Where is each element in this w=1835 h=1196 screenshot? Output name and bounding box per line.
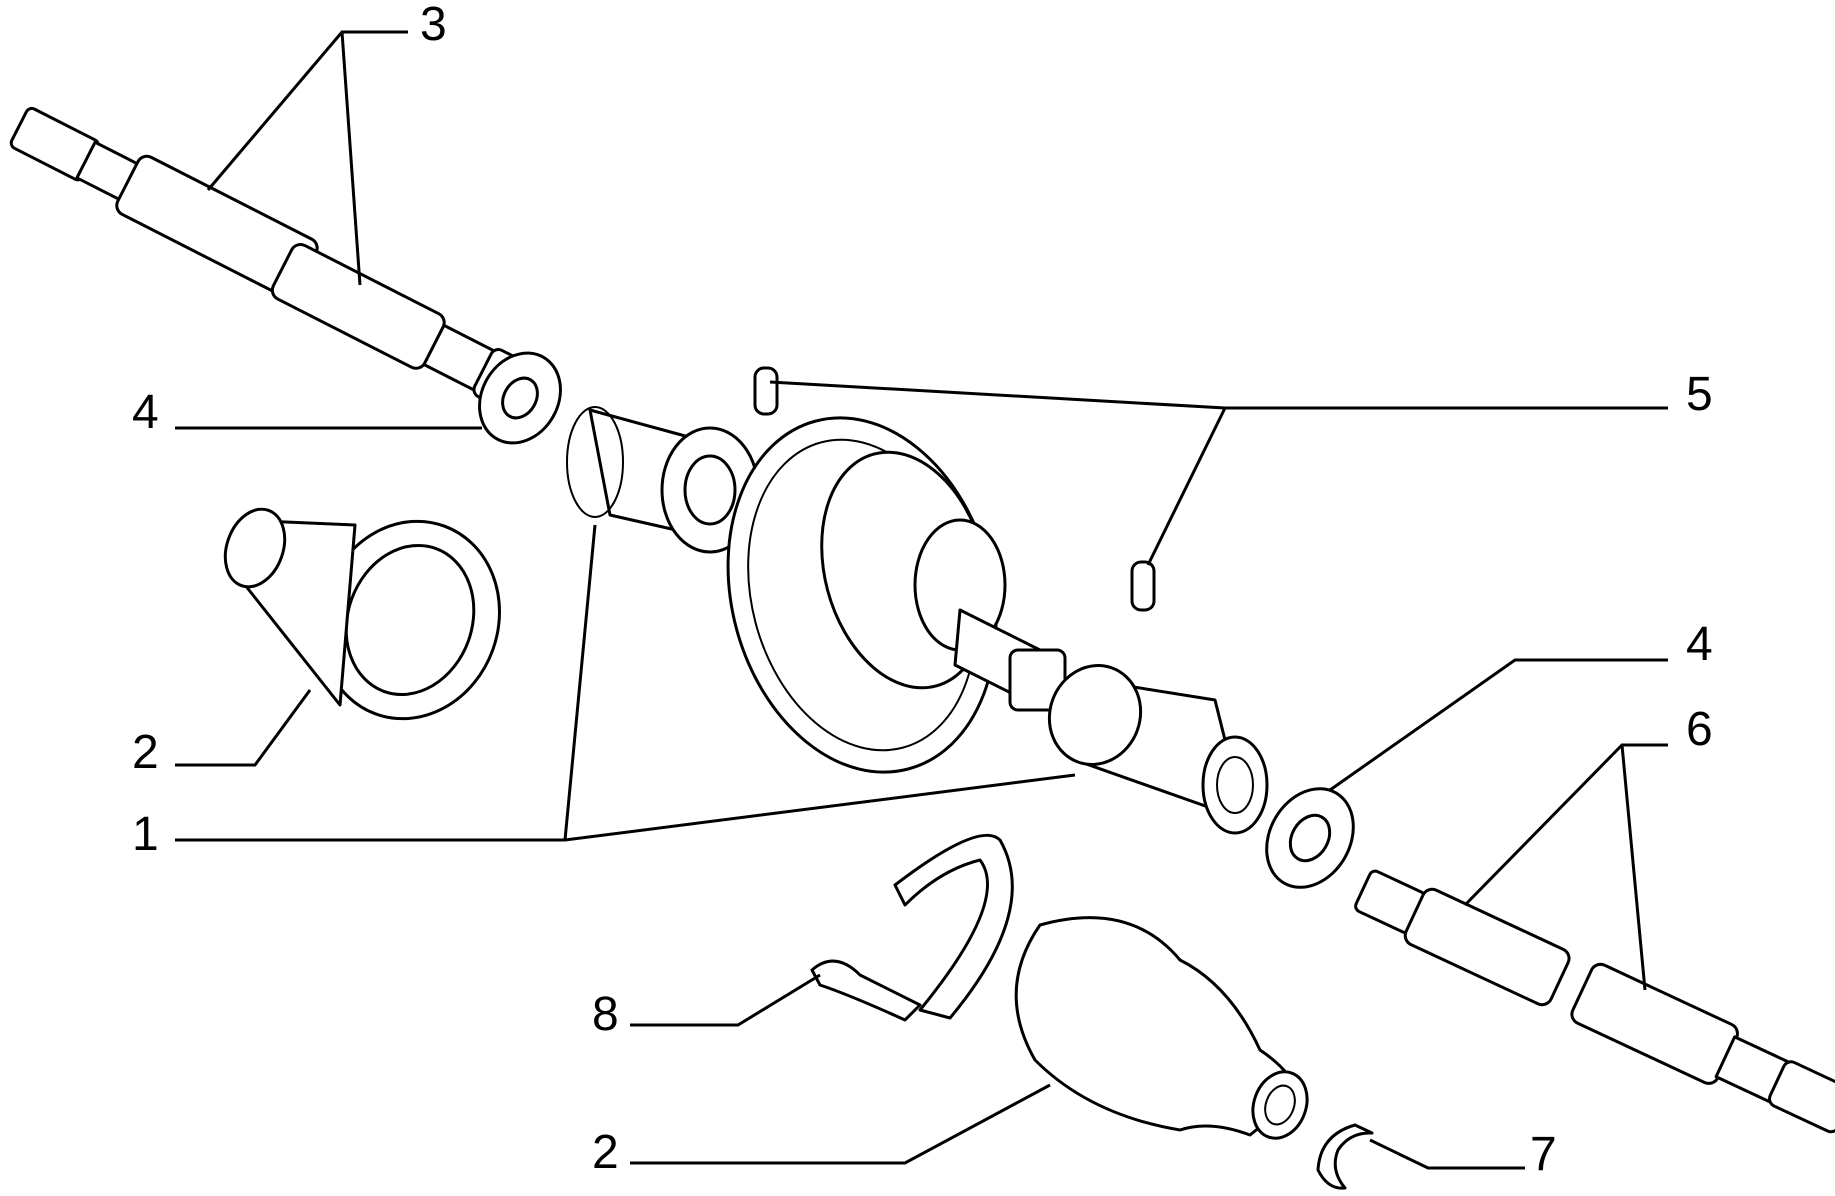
leader-lines [175, 30, 1668, 1170]
callout-1: 1 [132, 808, 159, 861]
upper-cv-boot [223, 507, 501, 721]
left-thrust-washer [478, 351, 562, 445]
callout-8: 8 [592, 988, 619, 1041]
callout-labels: 3 4 5 2 4 6 1 8 2 7 [132, 0, 1713, 1181]
boot-clamp-strap [810, 833, 1014, 1022]
callout-2-upper: 2 [132, 726, 159, 779]
lower-cv-boot [1014, 916, 1309, 1140]
callout-6: 6 [1686, 703, 1713, 756]
right-drive-shaft [1354, 869, 1835, 1134]
left-drive-shaft [9, 106, 556, 424]
callout-4-right: 4 [1686, 618, 1713, 671]
callout-7: 7 [1530, 1128, 1557, 1181]
circlip [1316, 1123, 1374, 1190]
callout-3: 3 [420, 0, 447, 51]
right-side-gear [1047, 664, 1269, 835]
pin-lower [1130, 560, 1156, 612]
callout-2-lower: 2 [592, 1126, 619, 1179]
callout-5: 5 [1686, 368, 1713, 421]
right-thrust-washer [1265, 787, 1355, 889]
pin-upper [753, 366, 779, 416]
crown-wheel [726, 416, 1067, 774]
callout-4-left: 4 [132, 386, 159, 439]
